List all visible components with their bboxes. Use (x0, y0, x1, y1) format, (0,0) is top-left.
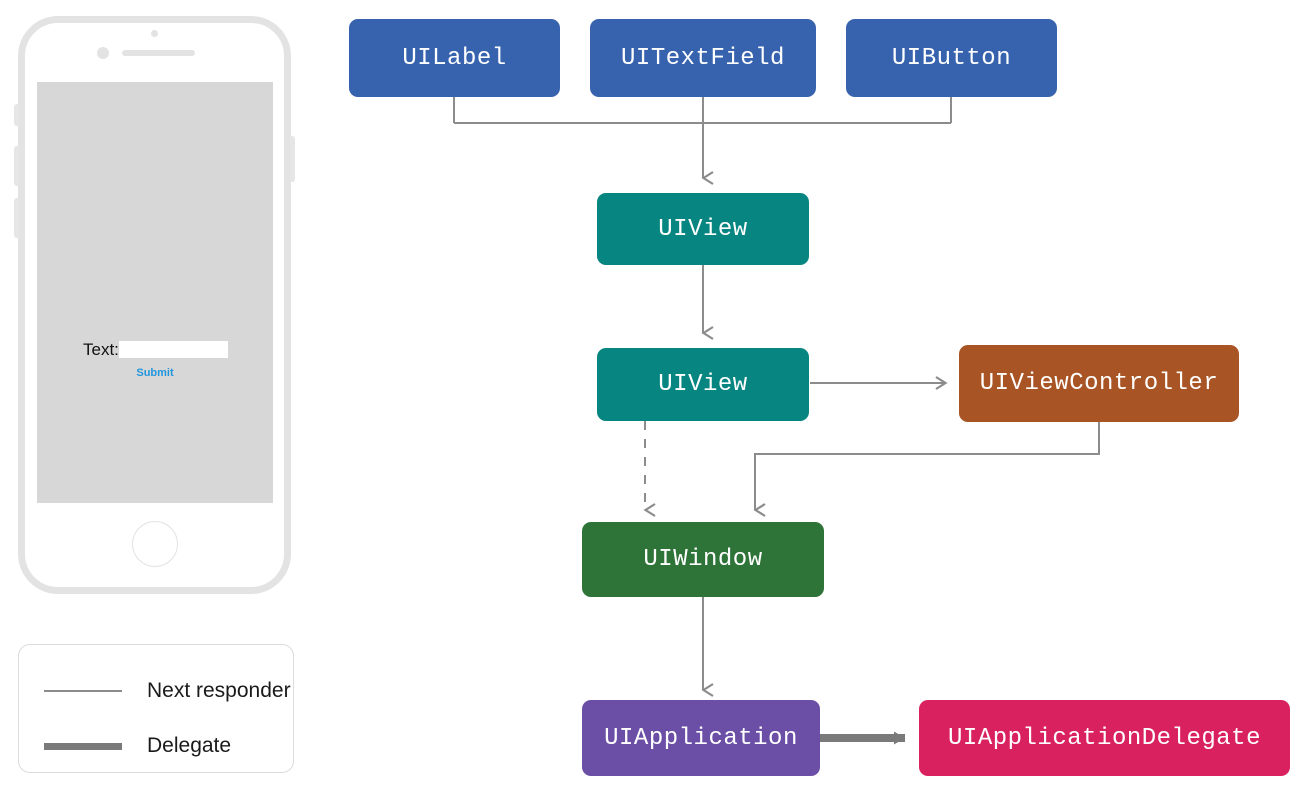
node-label: UIView (658, 215, 748, 243)
phone-camera-icon (97, 47, 109, 59)
legend-item-next-responder: Next responder (19, 663, 295, 719)
phone-volume-up-button[interactable] (14, 146, 19, 186)
legend-panel: Next responder Delegate (18, 644, 294, 773)
phone-screen: Text: Submit (37, 82, 273, 503)
node-uiview-bottom[interactable]: UIView (597, 348, 809, 421)
text-input-field[interactable] (118, 341, 228, 358)
node-label: UILabel (402, 44, 507, 72)
phone-power-button[interactable] (290, 136, 295, 182)
legend-label-delegate: Delegate (147, 734, 232, 758)
node-uiapplicationdelegate[interactable]: UIApplicationDelegate (919, 700, 1290, 776)
node-label: UIApplication (604, 724, 798, 752)
node-uilabel[interactable]: UILabel (349, 19, 560, 97)
legend-swatch-wrap (19, 690, 147, 692)
node-label: UIViewController (979, 370, 1219, 397)
node-label: UITextField (621, 44, 785, 72)
node-uiwindow[interactable]: UIWindow (582, 522, 824, 597)
phone-sensor-dot-icon (150, 30, 158, 37)
text-field-label: Text: (83, 340, 119, 359)
phone-home-button[interactable] (131, 521, 178, 567)
node-uitextfield[interactable]: UITextField (590, 19, 816, 97)
phone-speaker-icon (122, 50, 195, 56)
phone-silence-switch[interactable] (14, 104, 19, 126)
phone-mockup: Text: Submit (14, 16, 295, 594)
node-uiview-top[interactable]: UIView (597, 193, 809, 265)
node-uiviewcontroller[interactable]: UIViewController (959, 345, 1239, 422)
edge-uiviewcontroller-to-uiwindow (753, 422, 1100, 517)
text-form-row: Text: (83, 341, 228, 358)
phone-volume-down-button[interactable] (14, 198, 19, 238)
node-label: UIWindow (643, 546, 763, 573)
legend-label-next-responder: Next responder (147, 679, 291, 703)
legend-swatch-wrap (19, 742, 147, 750)
node-label: UIButton (891, 44, 1012, 72)
node-label: UIApplicationDelegate (948, 724, 1261, 752)
submit-button[interactable]: Submit (136, 367, 174, 379)
node-uibutton[interactable]: UIButton (846, 19, 1057, 97)
thin-line-icon (44, 690, 122, 692)
node-label: UIView (658, 371, 748, 398)
thick-line-icon (44, 742, 122, 750)
node-uiapplication[interactable]: UIApplication (582, 700, 820, 776)
legend-item-delegate: Delegate (19, 729, 295, 763)
